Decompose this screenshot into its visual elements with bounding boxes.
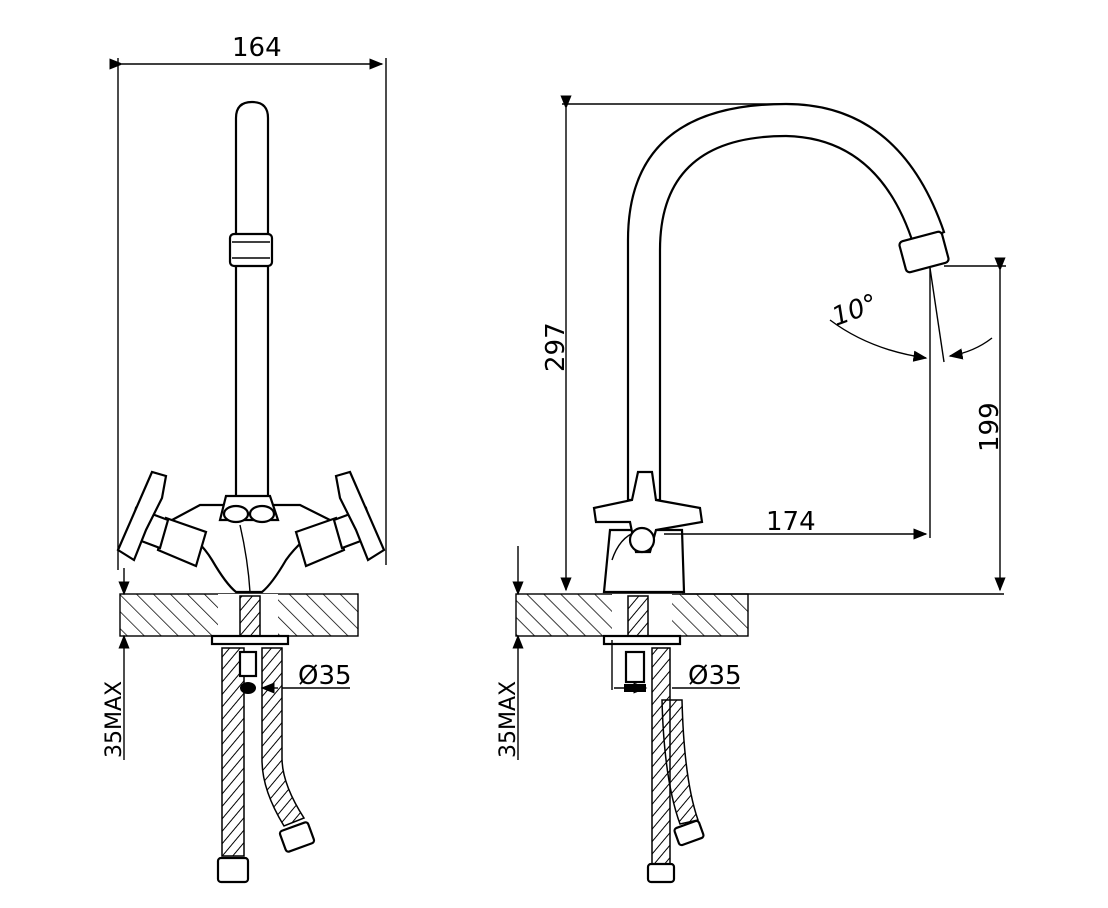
side-height-label: 297 (541, 322, 571, 372)
side-view: 297 199 174 10° Ø35 35MAX (496, 95, 1006, 884)
side-max-thickness-label: 35MAX (496, 681, 521, 758)
side-handle (592, 470, 704, 554)
side-mount-washer (602, 634, 682, 646)
front-spout (234, 100, 270, 502)
front-view: 164 Ø35 (102, 33, 387, 884)
side-aerator (898, 230, 950, 274)
front-mount-washer (210, 634, 290, 646)
front-right-handle (294, 470, 386, 568)
front-width-label: 164 (232, 33, 282, 63)
front-hole-diameter-label: Ø35 (298, 661, 352, 691)
side-spout-height-label: 199 (975, 402, 1005, 452)
front-hose-left (221, 647, 245, 857)
side-angle-label: 10° (828, 289, 882, 333)
side-spout (626, 102, 946, 502)
side-reach-label: 174 (766, 507, 816, 537)
side-hole-diameter-label: Ø35 (688, 661, 742, 691)
front-left-handle (116, 470, 208, 568)
front-aerator-ring (228, 232, 274, 268)
front-max-thickness-label: 35MAX (102, 681, 127, 758)
